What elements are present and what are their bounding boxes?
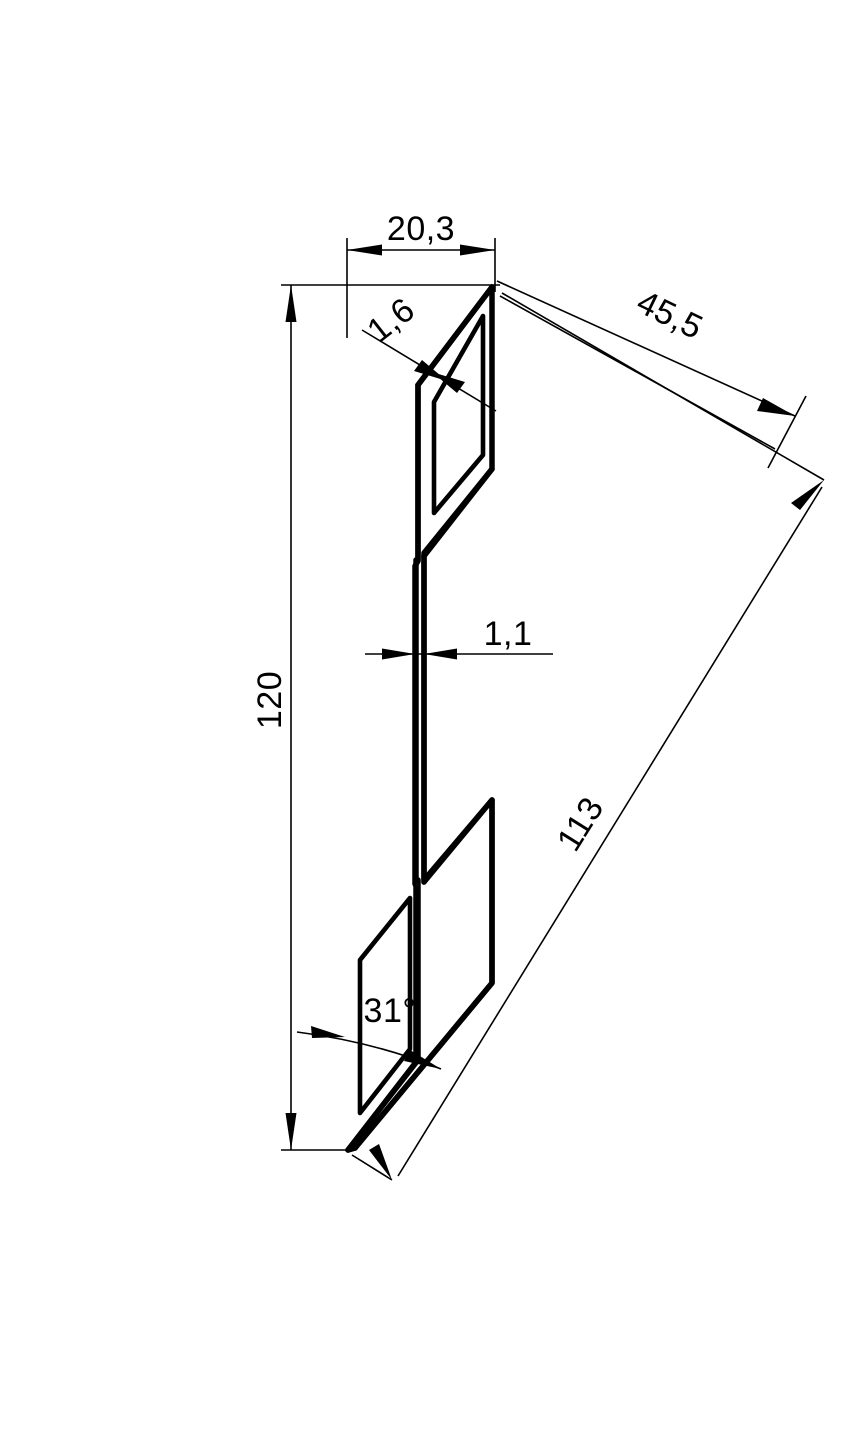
- lower-flange-outer-left: [345, 1059, 419, 1153]
- dimension-web-thickness: 1,1: [365, 615, 553, 660]
- dimension-width-top: 20,3: [347, 210, 495, 256]
- lower-flange-inner: [357, 895, 413, 1116]
- lower-flange-outer-right: [352, 797, 495, 1151]
- dimension-label-1-1: 1,1: [484, 615, 533, 653]
- dimension-label-1-6: 1,6: [360, 290, 422, 350]
- dimension-label-20-3: 20,3: [387, 210, 455, 248]
- dimension-label-31-deg: 31°: [364, 992, 417, 1030]
- dimension-label-113: 113: [550, 790, 612, 857]
- lower-flange-bottom-cap: [345, 1145, 358, 1153]
- dimension-overall-height: 120: [251, 285, 297, 1150]
- upper-flange-top-edge: [415, 284, 495, 388]
- dimension-flange-length: 45,5: [496, 280, 807, 469]
- dimension-label-120: 120: [251, 671, 289, 729]
- upper-flange-inner: [431, 313, 486, 516]
- extension-lines: [281, 238, 500, 1151]
- part-profile: [345, 284, 495, 1153]
- dimension-label-45-5: 45,5: [631, 283, 709, 347]
- lower-transition-right: [421, 797, 495, 885]
- upper-transition-right: [421, 466, 495, 559]
